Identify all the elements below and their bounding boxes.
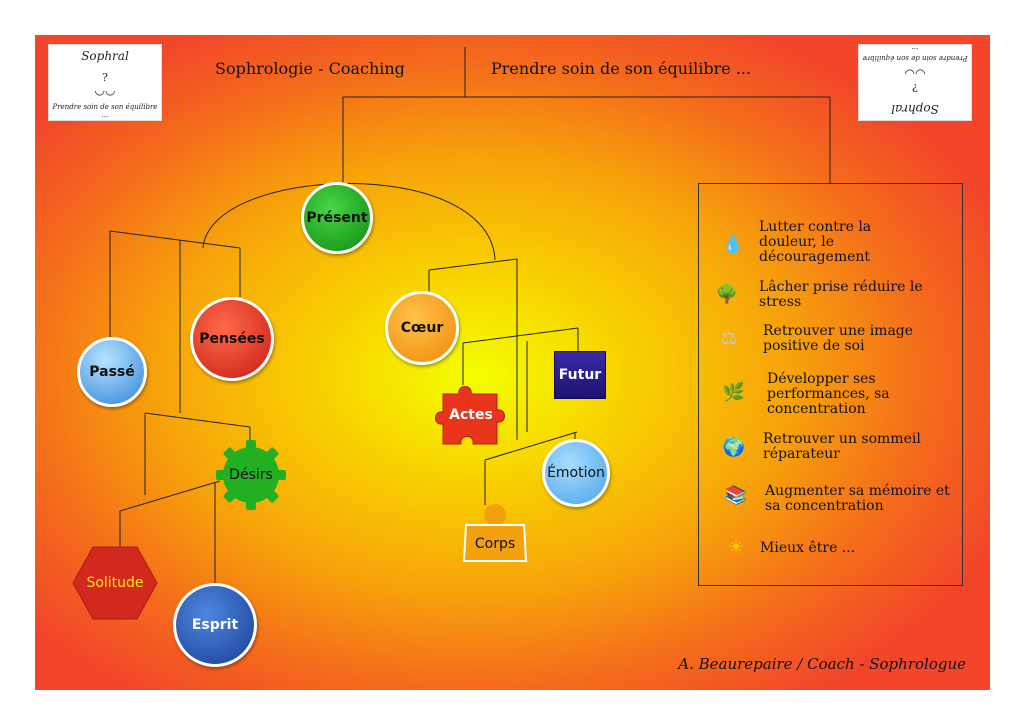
scales-icon: ⚖ bbox=[720, 327, 738, 349]
node-actes: Actes bbox=[433, 380, 509, 450]
header-left-title: Sophrologie - Coaching bbox=[215, 59, 405, 78]
benefit-item: Retrouver un sommeil réparateur bbox=[763, 431, 921, 462]
node-emotion-label: Émotion bbox=[547, 465, 605, 481]
logo-right-name: Sophral bbox=[891, 102, 939, 116]
benefit-item: Augmenter sa mémoire et sa concentration bbox=[765, 483, 950, 514]
node-solitude-label: Solitude bbox=[86, 575, 144, 591]
logo-left: Sophral ? ◡◡ Prendre soin de son équilib… bbox=[48, 44, 162, 121]
logo-right: Sophral ? ◡◡ Prendre soin de son équilib… bbox=[858, 44, 972, 121]
node-futur: Futur bbox=[554, 351, 606, 399]
benefit-item: Retrouver une image positive de soi bbox=[763, 323, 914, 354]
poster-card: Sophrologie - Coaching Prendre soin de s… bbox=[35, 35, 990, 690]
node-passe-label: Passé bbox=[89, 364, 135, 380]
puzzle-piece-icon bbox=[435, 386, 505, 445]
node-desirs: Désirs bbox=[213, 437, 289, 513]
logo-left-name: Sophral bbox=[81, 49, 129, 63]
node-corps: Corps bbox=[460, 501, 530, 563]
leaf-icon: 🌿 bbox=[722, 381, 746, 403]
node-present: Présent bbox=[301, 182, 373, 254]
benefit-item: Lâcher prise réduire le stress bbox=[759, 279, 923, 310]
gear-icon bbox=[216, 440, 286, 510]
benefit-item: Développer ses performances, sa concentr… bbox=[767, 371, 890, 417]
footer-signature: A. Beaurepaire / Coach - Sophrologue bbox=[678, 655, 966, 673]
tree-icon: 🌳 bbox=[715, 283, 739, 305]
smile-icon: ◡◡ bbox=[94, 83, 116, 97]
logo-right-tagline: Prendre soin de son équilibre ... bbox=[862, 46, 968, 62]
logo-left-tagline: Prendre soin de son équilibre ... bbox=[52, 103, 158, 119]
node-futur-label: Futur bbox=[558, 367, 602, 383]
benefits-panel bbox=[698, 183, 963, 586]
books-icon: 📚 bbox=[724, 484, 748, 506]
benefit-item: Mieux être ... bbox=[760, 540, 856, 556]
node-corps-label: Corps bbox=[474, 536, 516, 552]
logo-right-mark: ? bbox=[912, 81, 918, 94]
node-passe: Passé bbox=[77, 337, 147, 407]
hexagon-icon bbox=[72, 546, 158, 620]
node-coeur: Cœur bbox=[385, 291, 459, 365]
node-solitude: Solitude bbox=[71, 545, 159, 621]
logo-left-mark: ? bbox=[102, 71, 108, 84]
node-pensees: Pensées bbox=[190, 297, 274, 381]
node-desirs-label: Désirs bbox=[229, 467, 273, 483]
node-pensees-label: Pensées bbox=[199, 331, 265, 347]
node-emotion: Émotion bbox=[542, 439, 610, 507]
node-esprit: Esprit bbox=[173, 583, 257, 667]
node-present-label: Présent bbox=[306, 210, 368, 226]
header-right-title: Prendre soin de son équilibre ... bbox=[491, 59, 752, 78]
smile-icon: ◡◡ bbox=[904, 68, 926, 82]
node-coeur-label: Cœur bbox=[400, 320, 444, 336]
node-actes-label: Actes bbox=[449, 407, 493, 423]
water-drop-icon: 💧 bbox=[721, 233, 745, 255]
weight-icon bbox=[462, 504, 528, 562]
globe-icon: 🌍 bbox=[722, 436, 746, 458]
benefit-item: Lutter contre la douleur, le décourageme… bbox=[759, 219, 872, 265]
node-esprit-label: Esprit bbox=[191, 617, 239, 633]
sun-icon: ☀ bbox=[727, 536, 745, 558]
